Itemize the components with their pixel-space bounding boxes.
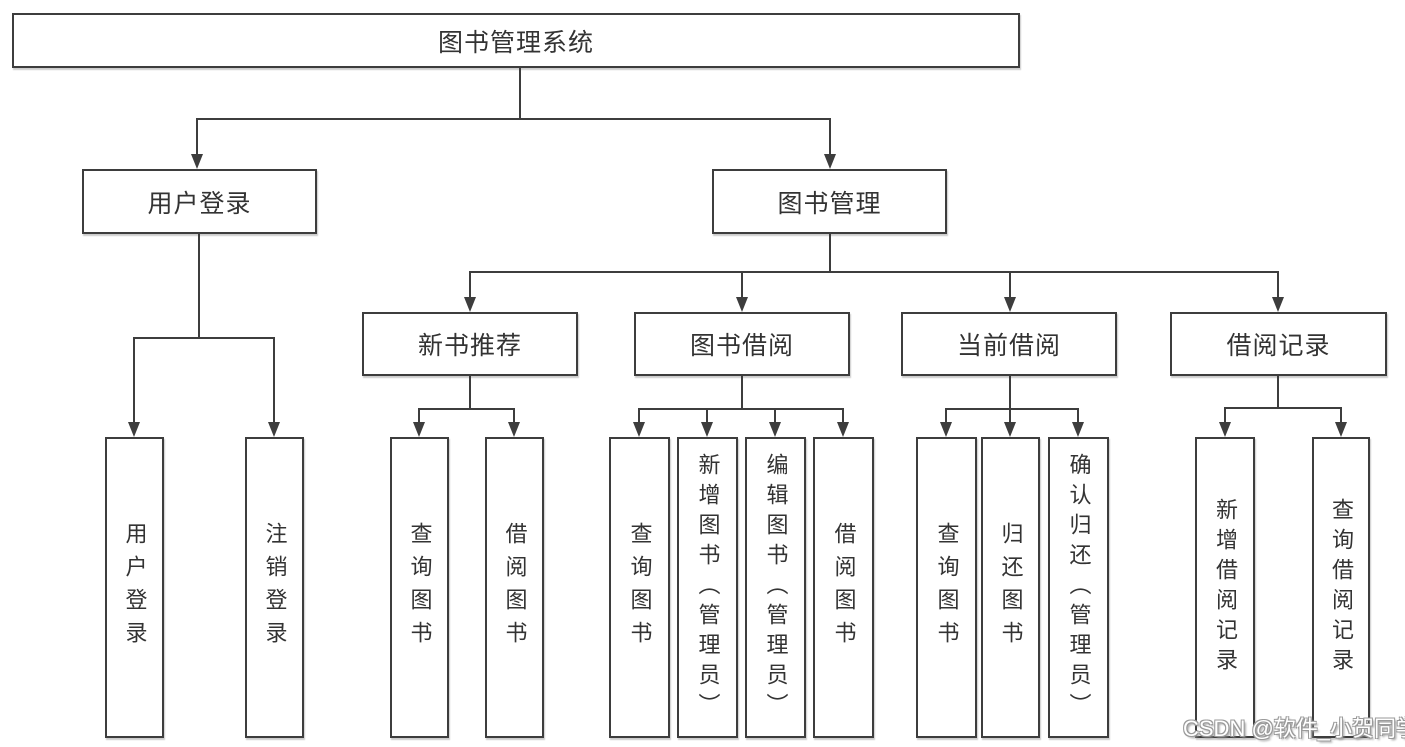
connector (1009, 408, 1011, 423)
connector (133, 337, 275, 339)
connector (638, 408, 640, 423)
leaf-label: 归还图书 (998, 521, 1024, 654)
leaf-add-borrow-record: 新增借阅记录 (1195, 437, 1255, 738)
leaf-borrow-books: 借阅图书 (813, 437, 874, 738)
leaf-label: 查询图书 (934, 521, 960, 654)
connector (945, 408, 1079, 410)
arrowhead-icon (128, 422, 140, 437)
connector (133, 337, 135, 422)
connector (1077, 408, 1079, 423)
connector (196, 118, 831, 120)
leaf-label: 注销登录 (262, 521, 288, 654)
leaf-query-borrow-record: 查询借阅记录 (1312, 437, 1370, 738)
node-book-management: 图书管理 (712, 169, 947, 234)
leaf-query-books: 查询图书 (609, 437, 670, 738)
connector (418, 408, 515, 410)
connector (1277, 271, 1279, 299)
leaf-confirm-return-admin: 确认归还（管理员） (1048, 437, 1109, 738)
leaf-edit-books-admin: 编辑图书（管理员） (745, 437, 806, 738)
leaf-return-books: 归还图书 (981, 437, 1040, 738)
connector (829, 234, 831, 273)
connector (1224, 407, 1342, 409)
leaf-label: 新增借阅记录 (1213, 497, 1238, 678)
arrowhead-icon (701, 422, 713, 437)
arrowhead-icon (633, 422, 645, 437)
connector (1009, 271, 1011, 299)
connector (829, 118, 831, 156)
connector (469, 376, 471, 409)
connector (741, 376, 743, 409)
arrowhead-icon (1219, 422, 1231, 437)
arrowhead-icon (837, 422, 849, 437)
connector (1340, 407, 1342, 423)
arrowhead-icon (1335, 422, 1347, 437)
arrowhead-icon (464, 297, 476, 312)
leaf-label: 确认归还（管理员） (1066, 452, 1092, 723)
leaf-label: 查询图书 (627, 521, 653, 654)
arrowhead-icon (268, 422, 280, 437)
leaf-label: 借阅图书 (502, 521, 528, 654)
arrowhead-icon (1004, 422, 1016, 437)
connector (469, 271, 1279, 273)
connector (1224, 407, 1226, 423)
connector (842, 408, 844, 423)
leaf-label: 借阅图书 (831, 521, 857, 654)
node-borrowing-records: 借阅记录 (1170, 312, 1387, 376)
connector (1009, 376, 1011, 409)
leaf-query-books: 查询图书 (390, 437, 449, 738)
node-book-borrowing: 图书借阅 (634, 312, 850, 376)
arrowhead-icon (508, 422, 520, 437)
connector (706, 408, 708, 423)
node-user-login: 用户登录 (82, 169, 317, 234)
leaf-query-books: 查询图书 (916, 437, 977, 738)
connector (519, 68, 521, 118)
leaf-logout: 注销登录 (245, 437, 304, 738)
connector (1277, 376, 1279, 408)
connector (945, 408, 947, 423)
connector (638, 408, 844, 410)
connector (196, 118, 198, 156)
leaf-label: 用户登录 (122, 521, 148, 654)
leaf-user-login: 用户登录 (105, 437, 164, 738)
arrowhead-icon (940, 422, 952, 437)
leaf-borrow-books: 借阅图书 (485, 437, 544, 738)
connector (273, 337, 275, 422)
node-library-management-system: 图书管理系统 (12, 13, 1020, 68)
connector (198, 234, 200, 339)
arrowhead-icon (413, 422, 425, 437)
arrowhead-icon (736, 297, 748, 312)
leaf-label: 新增图书（管理员） (695, 452, 721, 723)
node-new-book-recommend: 新书推荐 (362, 312, 578, 376)
arrowhead-icon (824, 154, 836, 169)
connector (469, 271, 471, 299)
watermark: CSDN @软件_小贺同学 (1183, 716, 1405, 741)
arrowhead-icon (1272, 297, 1284, 312)
connector (418, 408, 420, 423)
connector (741, 271, 743, 299)
arrowhead-icon (1004, 297, 1016, 312)
leaf-label: 查询图书 (407, 521, 433, 654)
arrowhead-icon (1072, 422, 1084, 437)
leaf-label: 编辑图书（管理员） (763, 452, 789, 723)
leaf-add-books-admin: 新增图书（管理员） (677, 437, 738, 738)
connector (513, 408, 515, 423)
connector (774, 408, 776, 423)
node-current-borrowing: 当前借阅 (901, 312, 1117, 376)
arrowhead-icon (769, 422, 781, 437)
arrowhead-icon (191, 154, 203, 169)
leaf-label: 查询借阅记录 (1329, 497, 1354, 678)
